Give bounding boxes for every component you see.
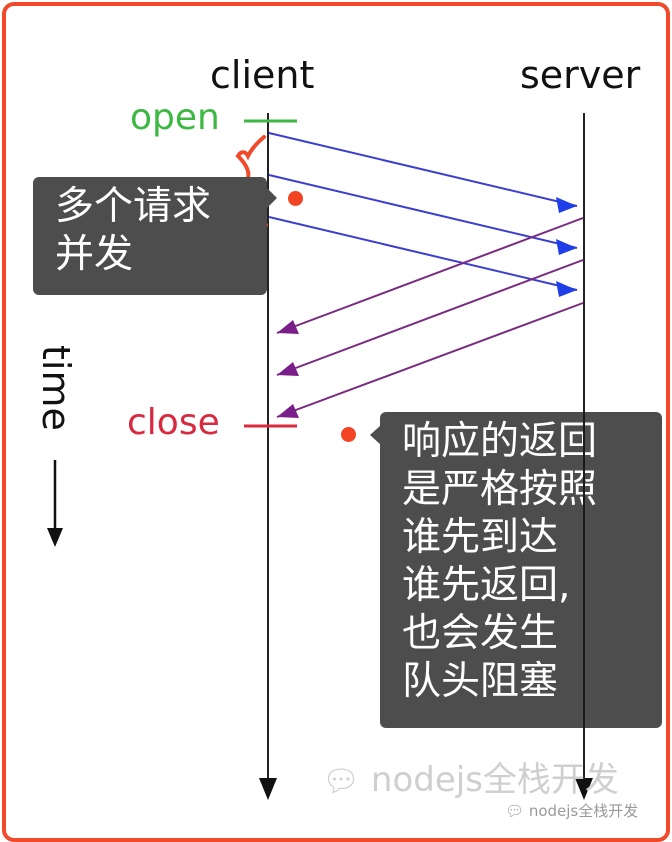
callout-line: 谁先返回, (402, 563, 571, 608)
callout-pointer (370, 425, 381, 445)
response-arrows (276, 217, 584, 418)
request-arrow-3 (268, 216, 578, 291)
time-arrow (47, 460, 63, 547)
response-arrow-2 (276, 259, 584, 376)
response-order-callout: 响应的返回 是严格按照 谁先到达 谁先返回, 也会发生 队头阻塞 (380, 412, 662, 728)
time-axis-label: time (34, 345, 78, 431)
annotation-dot (341, 427, 356, 442)
server-label: server (520, 53, 641, 97)
callout-pointer (267, 188, 277, 208)
request-arrow-1 (268, 132, 578, 207)
callout-line: 是严格按照 (402, 467, 598, 512)
request-arrows (268, 132, 578, 297)
callout-line: 多个请求 (55, 184, 212, 229)
callout-line: 队头阻塞 (402, 659, 559, 704)
request-arrow-2 (268, 174, 578, 249)
client-label: client (210, 53, 315, 97)
wechat-icon: 💬︎ (322, 764, 361, 799)
callout-line: 并发 (55, 232, 134, 277)
watermark-large: 💬︎ nodejs全栈开发 (322, 752, 619, 801)
callout-line: 谁先到达 (402, 515, 559, 560)
watermark-small: 💬︎ nodejs全栈开发 (505, 800, 638, 821)
server-lifeline-overlay (583, 412, 585, 728)
annotation-dot (288, 191, 303, 206)
response-arrow-3 (276, 302, 584, 418)
close-label: close (127, 402, 220, 443)
callout-line: 响应的返回 (402, 419, 598, 464)
concurrent-requests-callout: 多个请求 并发 (33, 177, 267, 295)
callout-line: 也会发生 (402, 611, 559, 656)
watermark-text: nodejs全栈开发 (370, 760, 619, 800)
response-arrow-1 (276, 217, 584, 334)
wechat-icon: 💬︎ (505, 802, 525, 820)
open-label: open (130, 97, 220, 138)
watermark-text: nodejs全栈开发 (528, 802, 639, 820)
